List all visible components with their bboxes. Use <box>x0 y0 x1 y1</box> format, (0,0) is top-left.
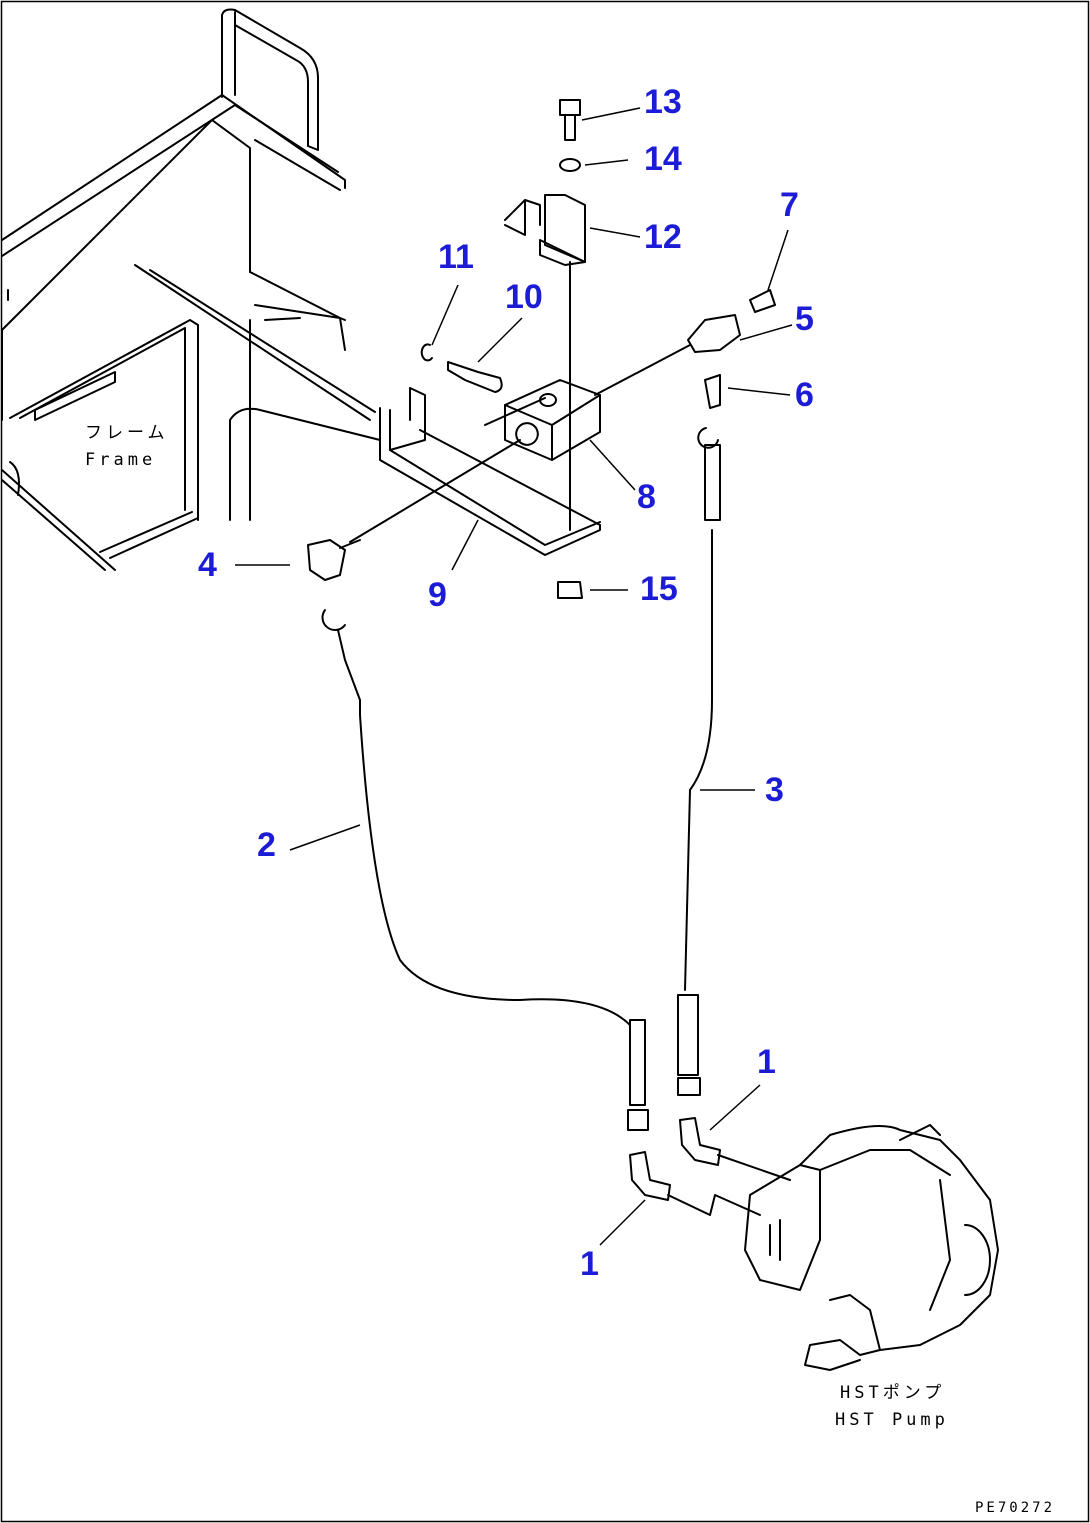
hst-pump-drawing <box>744 1124 999 1371</box>
callout-5: 5 <box>795 300 814 338</box>
elbow-fittings <box>629 1117 791 1216</box>
callout-6: 6 <box>795 376 814 414</box>
drawing-code: PE70272 <box>975 1500 1056 1516</box>
callout-13: 13 <box>644 83 682 121</box>
callout-10: 10 <box>505 278 543 316</box>
callout-9: 9 <box>428 576 447 614</box>
callout-14: 14 <box>644 140 682 178</box>
hoses <box>321 427 721 1131</box>
callout-1-upper: 1 <box>757 1043 776 1081</box>
valve-bracket-assembly <box>379 99 601 599</box>
callout-1-lower: 1 <box>580 1245 599 1283</box>
callout-4: 4 <box>198 546 217 584</box>
callout-15: 15 <box>640 570 678 608</box>
frame-label-en: Frame <box>85 450 157 470</box>
leader-lines <box>235 107 793 1246</box>
frame-drawing <box>1 8 381 571</box>
pump-label-en: HST Pump <box>835 1410 949 1430</box>
pump-label-jp: HSTポンプ <box>840 1383 946 1403</box>
callout-2: 2 <box>257 826 276 864</box>
callout-3: 3 <box>765 771 784 809</box>
callout-7: 7 <box>780 186 799 224</box>
callout-11: 11 <box>438 238 474 276</box>
frame-label-jp: フレーム <box>85 423 169 443</box>
callout-8: 8 <box>637 478 656 516</box>
callout-12: 12 <box>644 218 682 256</box>
fittings <box>307 289 776 581</box>
